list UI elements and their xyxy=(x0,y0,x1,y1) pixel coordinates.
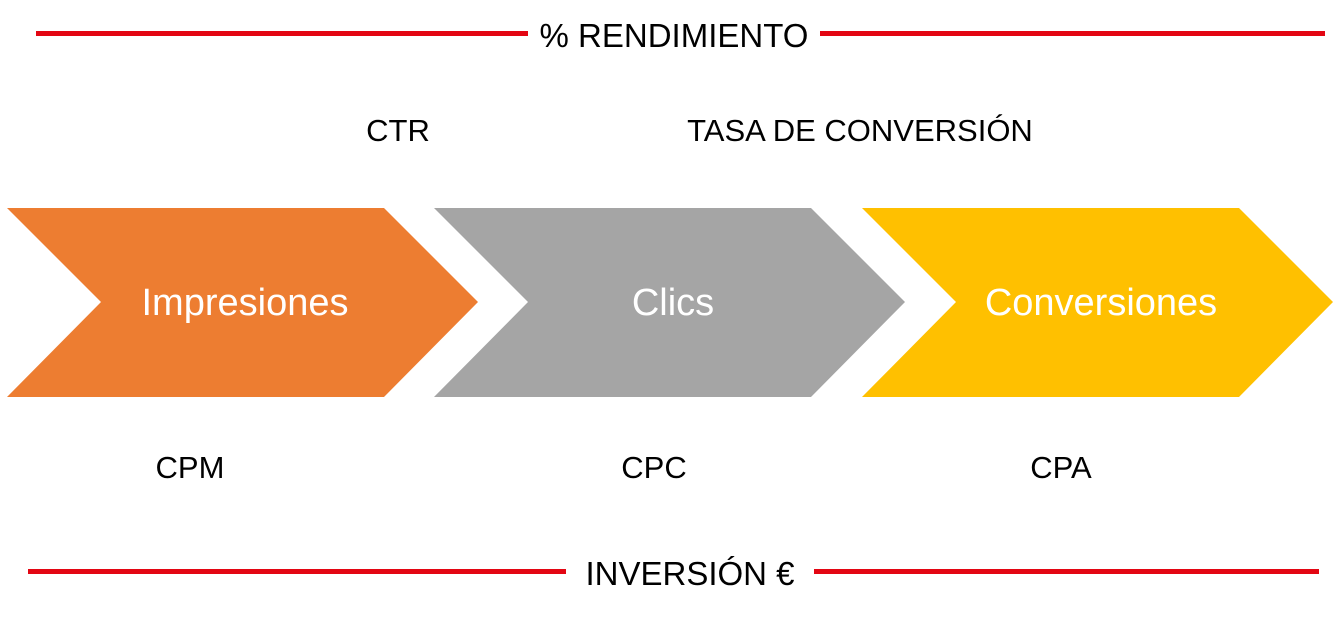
chevron-conversiones xyxy=(862,208,1333,397)
conversion-rate-label: TASA DE CONVERSIÓN xyxy=(687,113,1033,148)
ctr-label: CTR xyxy=(366,113,430,148)
cpa-label: CPA xyxy=(1030,450,1092,485)
top-axis-line-left xyxy=(36,31,528,36)
stage-impresiones: Impresiones xyxy=(7,208,478,397)
stage-label-conversiones: Conversiones xyxy=(985,282,1217,324)
stage-conversiones: Conversiones xyxy=(862,208,1333,397)
stage-clics: Clics xyxy=(434,208,905,397)
top-axis-label: % RENDIMIENTO xyxy=(539,17,809,54)
bottom-axis-label: INVERSIÓN € xyxy=(585,555,795,592)
bottom-axis-line-right xyxy=(814,569,1319,574)
chevron-impresiones xyxy=(7,208,478,397)
bottom-axis-line-left xyxy=(28,569,566,574)
stage-label-impresiones: Impresiones xyxy=(142,282,349,324)
chevron-clics xyxy=(434,208,905,397)
cpm-label: CPM xyxy=(155,450,225,485)
stage-label-clics: Clics xyxy=(632,282,714,324)
top-axis-line-right xyxy=(820,31,1325,36)
cpc-label: CPC xyxy=(621,450,687,485)
